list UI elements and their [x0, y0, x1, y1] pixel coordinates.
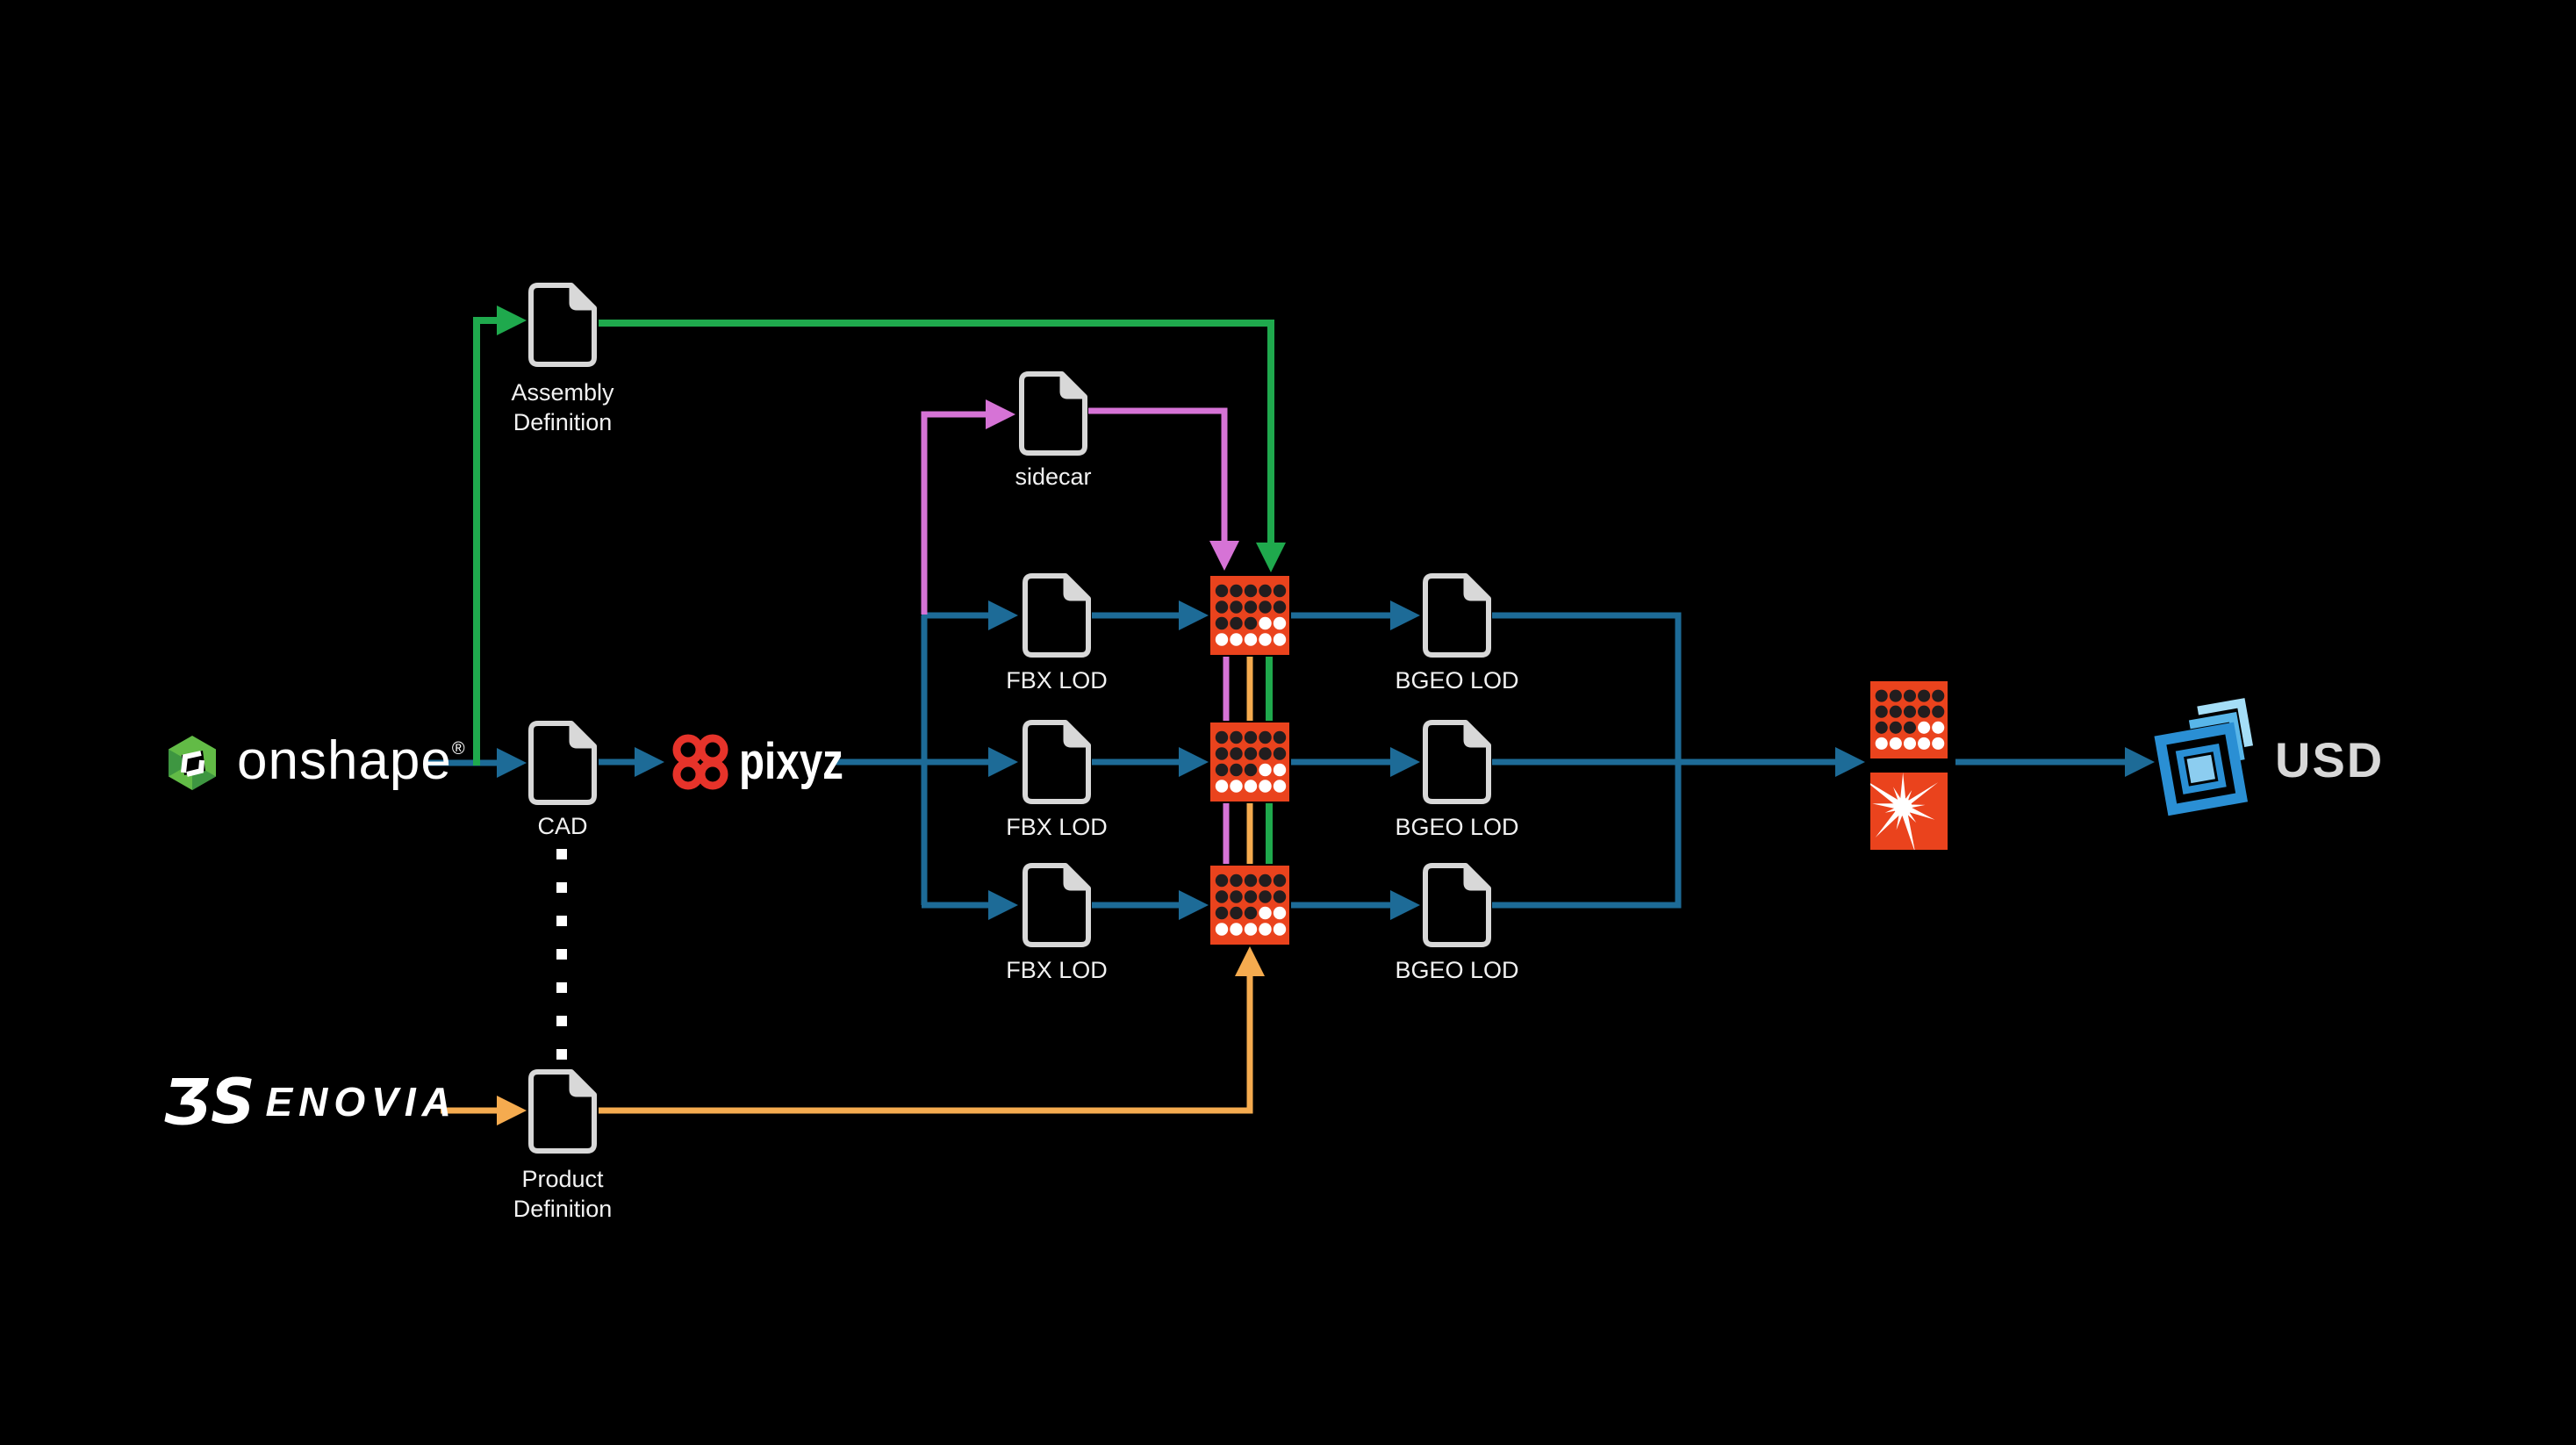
edge-onshape-to-cad: [426, 748, 527, 778]
houdini-tops-icon-1: [1210, 576, 1289, 655]
edge-bgeo-merge: [1492, 612, 1682, 909]
arrowhead: [1179, 747, 1209, 777]
edge-houdini-karma-to-usd: [1955, 747, 2155, 777]
edge-assembly-definition-to-processor-1: [599, 320, 1286, 572]
edge-splitter-to-fbx-lod-1: [922, 600, 1018, 630]
usd-layers-icon: [2154, 698, 2254, 816]
karma-icon: [1860, 773, 1948, 854]
green-flow-edges: [473, 306, 1286, 864]
edge-splitter-to-sidecar: [921, 399, 1015, 615]
enovia-logo: ƷS ENOVIA: [163, 1071, 457, 1132]
edge-processor-3-to-bgeo-3: [1291, 890, 1420, 920]
edge-bgeo-to-houdini-karma: [1492, 747, 1865, 777]
pixyz-wordmark: pixyz: [739, 733, 843, 790]
orange-flow-edges: [441, 657, 1265, 1125]
edge-enovia-to-product-definition: [441, 1096, 527, 1125]
arrowhead: [1179, 600, 1209, 630]
arrowhead: [1835, 747, 1865, 777]
fbx-lod-label-2: FBX LOD: [1006, 814, 1108, 840]
bgeo-lod-label-2: BGEO LOD: [1395, 814, 1519, 840]
edge-cad-to-pixyz: [599, 747, 664, 777]
edge-processor-1-to-bgeo-1: [1291, 600, 1420, 630]
merge-bottom: [1492, 762, 1682, 909]
edge-fbx-1-to-processor-1: [1092, 600, 1209, 630]
arrowhead: [1390, 890, 1420, 920]
document-icon-assembly-definition: [531, 285, 594, 364]
arrowhead: [1390, 600, 1420, 630]
blue-flow-edges: [426, 600, 2155, 920]
arrowhead: [988, 600, 1018, 630]
edge-line: [921, 411, 986, 615]
onshape-logo: onshape®: [165, 730, 466, 792]
edge-line: [1088, 407, 1228, 541]
edge-product-definition-to-processor-3: [599, 946, 1265, 1114]
merge-top: [1492, 612, 1682, 762]
edge-splitter-to-fbx-lod-2: [924, 747, 1018, 777]
arrowhead: [1256, 543, 1286, 572]
document-icon-product-definition: [531, 1072, 594, 1151]
fbx-lod-label-3: FBX LOD: [1006, 957, 1108, 983]
magenta-flow-edges: [921, 399, 1239, 864]
edge-fbx-2-to-processor-2: [1092, 747, 1209, 777]
document-icon-cad: [531, 723, 594, 802]
pixyz-logo: pixyz: [669, 732, 866, 791]
assembly-definition-label: Assembly Definition: [511, 379, 614, 435]
dassault-3ds-icon: ƷS: [163, 1066, 255, 1138]
houdini-tops-icon-3: [1210, 866, 1289, 945]
arrowhead: [497, 748, 527, 778]
document-icon-bgeo-lod-2: [1425, 722, 1489, 802]
arrowhead: [497, 1096, 527, 1125]
edge-onshape-to-assembly-definition: [473, 306, 527, 766]
arrowhead: [635, 747, 664, 777]
product-definition-label: Product Definition: [513, 1166, 613, 1222]
houdini-tops-icon-final: [1870, 681, 1948, 758]
arrowhead: [1209, 541, 1239, 571]
onshape-wordmark: onshape®: [237, 730, 466, 791]
arrowhead: [988, 890, 1018, 920]
edge-sidecar-to-processor-1: [1088, 407, 1239, 571]
arrowhead: [1179, 890, 1209, 920]
edge-fbx-3-to-processor-3: [1092, 890, 1209, 920]
sidecar-label: sidecar: [1015, 464, 1092, 490]
arrowhead: [1390, 747, 1420, 777]
usd-wordmark: USD: [2275, 732, 2385, 787]
bgeo-lod-label-1: BGEO LOD: [1395, 667, 1519, 694]
bgeo-lod-label-3: BGEO LOD: [1395, 957, 1519, 983]
document-icon-bgeo-lod-3: [1425, 866, 1489, 945]
cad-to-product-definition-dotted-link: [556, 849, 567, 1060]
document-icon-sidecar: [1022, 374, 1085, 453]
arrowhead: [497, 306, 527, 335]
onshape-hexagon-icon: [169, 736, 216, 790]
edge-line: [599, 976, 1253, 1114]
document-icon-fbx-lod-3: [1025, 866, 1088, 945]
arrowhead: [2125, 747, 2155, 777]
edge-line: [473, 317, 497, 766]
edge-processor-2-to-bgeo-2: [1291, 747, 1420, 777]
edge-splitter-to-fbx-lod-3: [922, 890, 1018, 920]
arrowhead: [988, 747, 1018, 777]
arrowhead: [986, 399, 1015, 429]
pixyz-knot-icon: [672, 734, 728, 790]
edge-line: [599, 320, 1274, 543]
enovia-wordmark: ENOVIA: [265, 1079, 457, 1125]
document-icon-fbx-lod-1: [1025, 576, 1088, 655]
document-icon-fbx-lod-2: [1025, 722, 1088, 802]
registered-trademark-symbol: ®: [451, 739, 466, 758]
cad-label: CAD: [537, 813, 588, 839]
fbx-lod-label-1: FBX LOD: [1006, 667, 1108, 694]
arrowhead: [1235, 946, 1265, 976]
document-icon-bgeo-lod-1: [1425, 576, 1489, 655]
houdini-tops-icon-2: [1210, 722, 1289, 802]
